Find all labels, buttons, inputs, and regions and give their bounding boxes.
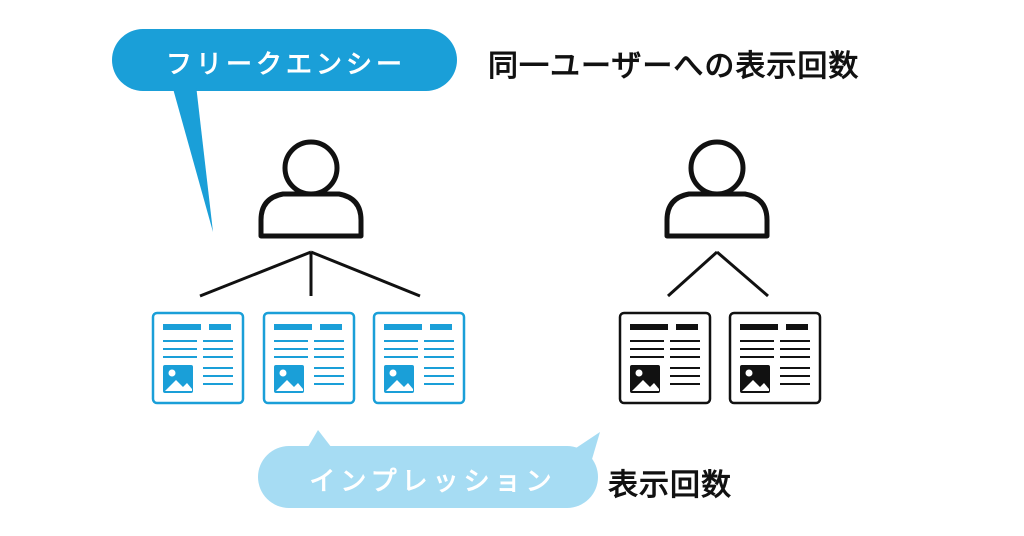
webpage-icon xyxy=(372,311,466,405)
user-icon xyxy=(667,142,767,236)
frequency-label: フリークエンシー xyxy=(165,50,406,80)
webpage-icon xyxy=(618,311,712,405)
impression-label: インプレッション xyxy=(309,467,557,497)
impression-bubble xyxy=(258,430,600,508)
webpage-icon xyxy=(262,311,356,405)
frequency-bubble xyxy=(112,29,457,232)
frequency-description: 同一ユーザーへの表示回数 xyxy=(488,49,860,84)
webpage-icon xyxy=(151,311,245,405)
webpage-icon xyxy=(728,311,822,405)
frequency-connectors xyxy=(199,250,421,298)
user-icon xyxy=(261,142,361,236)
impression-description: 表示回数 xyxy=(608,468,732,503)
impression-connectors xyxy=(666,250,769,298)
